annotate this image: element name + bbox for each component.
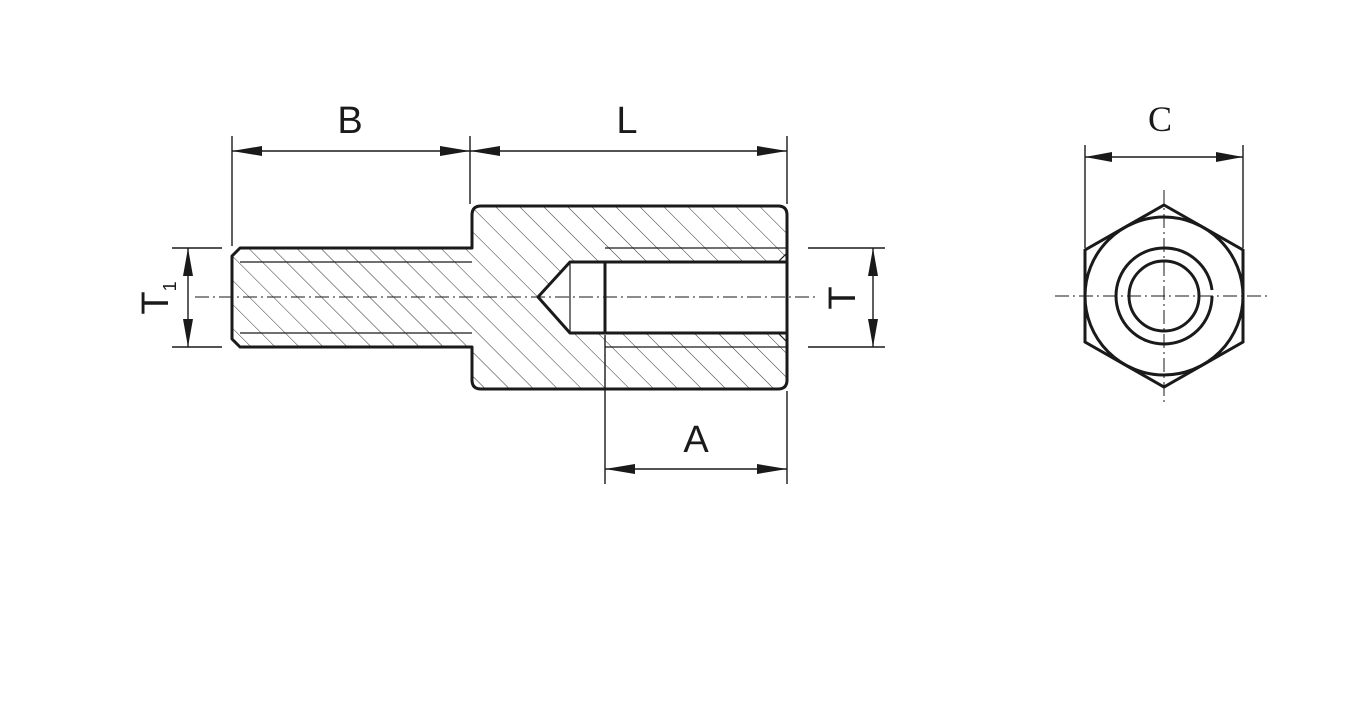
dimension-a: A	[604, 335, 788, 484]
label-l: L	[616, 100, 637, 142]
dimension-b: B	[231, 100, 471, 246]
bore-chamfer-bottom	[777, 332, 788, 343]
arrow-t1-bottom	[183, 319, 193, 347]
end-view	[1055, 190, 1270, 405]
dimension-l: L	[470, 100, 788, 204]
arrow-c-right	[1216, 152, 1243, 162]
arrow-l-left	[470, 146, 500, 156]
label-t1: T1	[135, 281, 180, 314]
label-c: C	[1148, 99, 1172, 139]
label-b: B	[337, 100, 362, 142]
arrow-t-bottom	[868, 319, 878, 347]
side-view	[195, 204, 815, 391]
dimension-t1: T1	[135, 247, 222, 348]
arrow-t1-top	[183, 248, 193, 276]
arrow-c-left	[1085, 152, 1112, 162]
label-t1-subscript: 1	[160, 281, 180, 291]
arrow-a-left	[605, 464, 635, 474]
arrow-b-left	[232, 146, 262, 156]
arrow-t-top	[868, 248, 878, 276]
arrow-b-right	[440, 146, 470, 156]
dimension-t: T	[808, 247, 885, 348]
arrow-l-right	[757, 146, 787, 156]
arrow-a-right	[757, 464, 787, 474]
label-a: A	[683, 419, 709, 461]
dimension-c: C	[1084, 99, 1244, 248]
thread-major-arc	[1114, 246, 1214, 346]
bore-chamfer-top	[777, 252, 788, 263]
thread-spiral-hint	[1115, 295, 1165, 345]
label-t: T	[822, 286, 864, 309]
label-t1-main: T	[135, 291, 177, 314]
